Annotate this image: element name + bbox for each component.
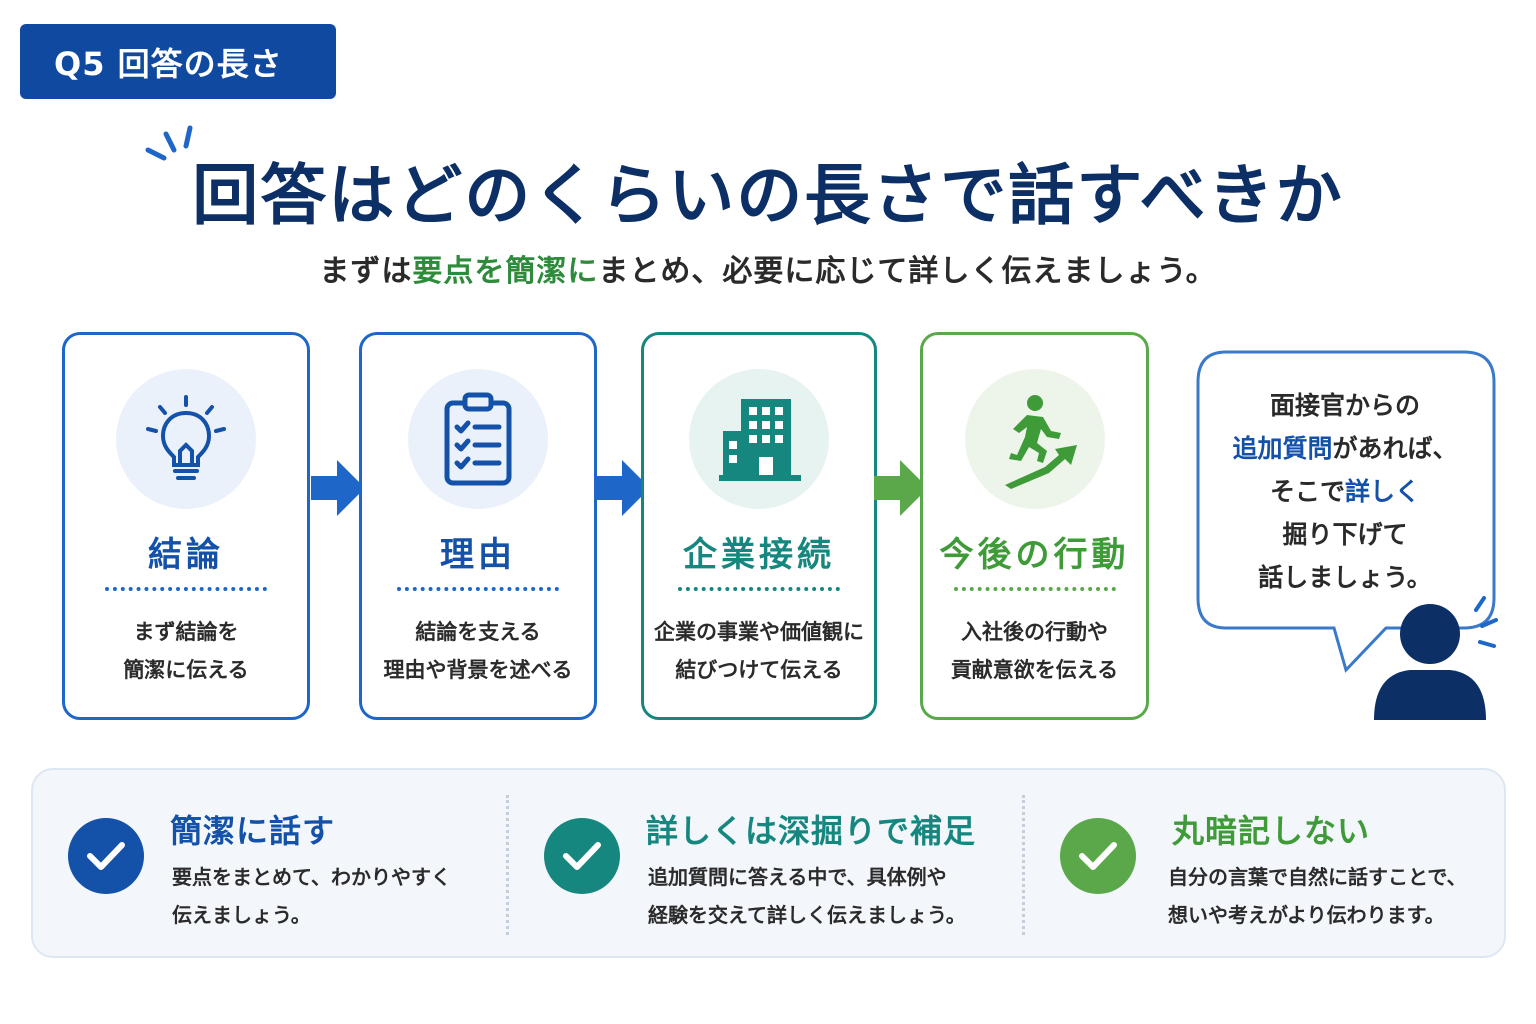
tip-desc-line: 追加質問に答える中で、具体例や: [648, 865, 947, 889]
page-subtitle: まずは要点を簡潔にまとめ、必要に応じて詳しく伝えましょう。: [0, 246, 1536, 290]
step-desc-line: 貢献意欲を伝える: [950, 658, 1119, 682]
check-icon: [1060, 818, 1136, 894]
bubble-highlight: 詳しく: [1345, 477, 1421, 506]
bubble-line: 話しましょう。: [1258, 563, 1432, 592]
step-card-reason: 理由 結論を支える 理由や背景を述べる: [359, 332, 597, 720]
step-description: 企業の事業や価値観に 結びつけて伝える: [644, 613, 874, 689]
step-desc-line: 入社後の行動や: [961, 620, 1108, 644]
step-title: 企業接続: [683, 535, 835, 575]
tip-desc-line: 想いや考えがより伝わります。: [1168, 903, 1445, 927]
subtitle-highlight: 要点を簡潔に: [412, 254, 599, 289]
arrow-right-icon: [311, 460, 365, 516]
tip-desc-line: 経験を交えて詳しく伝えましょう。: [648, 903, 966, 927]
step-description: 結論を支える 理由や背景を述べる: [362, 613, 594, 689]
step-card-conclusion: 結論 まず結論を 簡潔に伝える: [62, 332, 310, 720]
check-icon: [68, 818, 144, 894]
tip-description: 追加質問に答える中で、具体例や 経験を交えて詳しく伝えましょう。: [648, 858, 966, 934]
step-title: 結論: [148, 535, 224, 575]
step-desc-line: 結論を支える: [415, 620, 541, 644]
step-description: まず結論を 簡潔に伝える: [65, 613, 307, 689]
question-tag: Q5 回答の長さ: [20, 24, 336, 99]
tip-desc-line: 自分の言葉で自然に話すことで、: [1168, 865, 1467, 889]
bubble-line: そこで詳しく: [1200, 470, 1490, 513]
step-card-company-link: 企業接続 企業の事業や価値観に 結びつけて伝える: [641, 332, 877, 720]
step-icon-circle: [689, 369, 829, 509]
arrow-right-icon: [596, 460, 650, 516]
tips-panel: [31, 768, 1506, 958]
dotted-separator: [506, 795, 509, 935]
step-title: 理由: [440, 535, 516, 575]
tip-desc-line: 伝えましょう。: [172, 903, 311, 927]
clipboard-checklist-icon: [444, 392, 512, 486]
arrow-right-icon: [874, 460, 928, 516]
bubble-line: 面接官からの: [1269, 391, 1420, 420]
step-desc-line: 結びつけて伝える: [675, 658, 843, 682]
office-building-icon: [719, 399, 801, 481]
bubble-highlight: 追加質問: [1232, 434, 1333, 463]
tip-title: 丸暗記しない: [1172, 812, 1371, 850]
bubble-message: 面接官からの 追加質問があれば、 そこで詳しく 掘り下げて 話しましょう。: [1200, 384, 1490, 599]
tip-title: 簡潔に話す: [170, 812, 336, 850]
person-avatar-icon: [1374, 596, 1498, 720]
dotted-divider: [397, 587, 559, 591]
bubble-text: そこで: [1269, 477, 1345, 506]
subtitle-post: まとめ、必要に応じて詳しく伝えましょう。: [598, 254, 1217, 289]
page-title: 回答はどのくらいの長さで話すべきか: [192, 157, 1344, 234]
subtitle-pre: まずは: [319, 254, 413, 289]
check-icon: [544, 818, 620, 894]
running-person-arrow-icon: [1004, 395, 1077, 489]
tip-desc-line: 要点をまとめて、わかりやすく: [172, 865, 451, 889]
speech-bubble: [1196, 350, 1496, 673]
step-desc-line: 簡潔に伝える: [123, 658, 249, 682]
bubble-line: 掘り下げて: [1282, 520, 1408, 549]
dotted-divider: [678, 587, 840, 591]
bubble-line: 追加質問があれば、: [1200, 427, 1490, 470]
tip-description: 要点をまとめて、わかりやすく 伝えましょう。: [172, 858, 451, 934]
bubble-text: があれば、: [1332, 434, 1458, 463]
step-card-future-action: 今後の行動 入社後の行動や 貢献意欲を伝える: [920, 332, 1149, 720]
emphasis-lines-icon: [145, 125, 193, 161]
dotted-divider: [105, 587, 267, 591]
tip-title: 詳しくは深掘りで補足: [646, 812, 977, 850]
step-icon-circle: [964, 369, 1105, 509]
dotted-divider: [953, 587, 1116, 591]
step-title: 今後の行動: [939, 535, 1130, 575]
dotted-separator: [1022, 795, 1025, 935]
step-icon-circle: [408, 369, 548, 509]
step-desc-line: 理由や背景を述べる: [383, 658, 573, 682]
step-desc-line: 企業の事業や価値観に: [654, 620, 864, 644]
step-description: 入社後の行動や 貢献意欲を伝える: [923, 613, 1146, 689]
step-desc-line: まず結論を: [133, 620, 239, 644]
step-icon-circle: [116, 369, 256, 509]
lightbulb-icon: [146, 395, 226, 480]
tip-description: 自分の言葉で自然に話すことで、 想いや考えがより伝わります。: [1168, 858, 1467, 934]
